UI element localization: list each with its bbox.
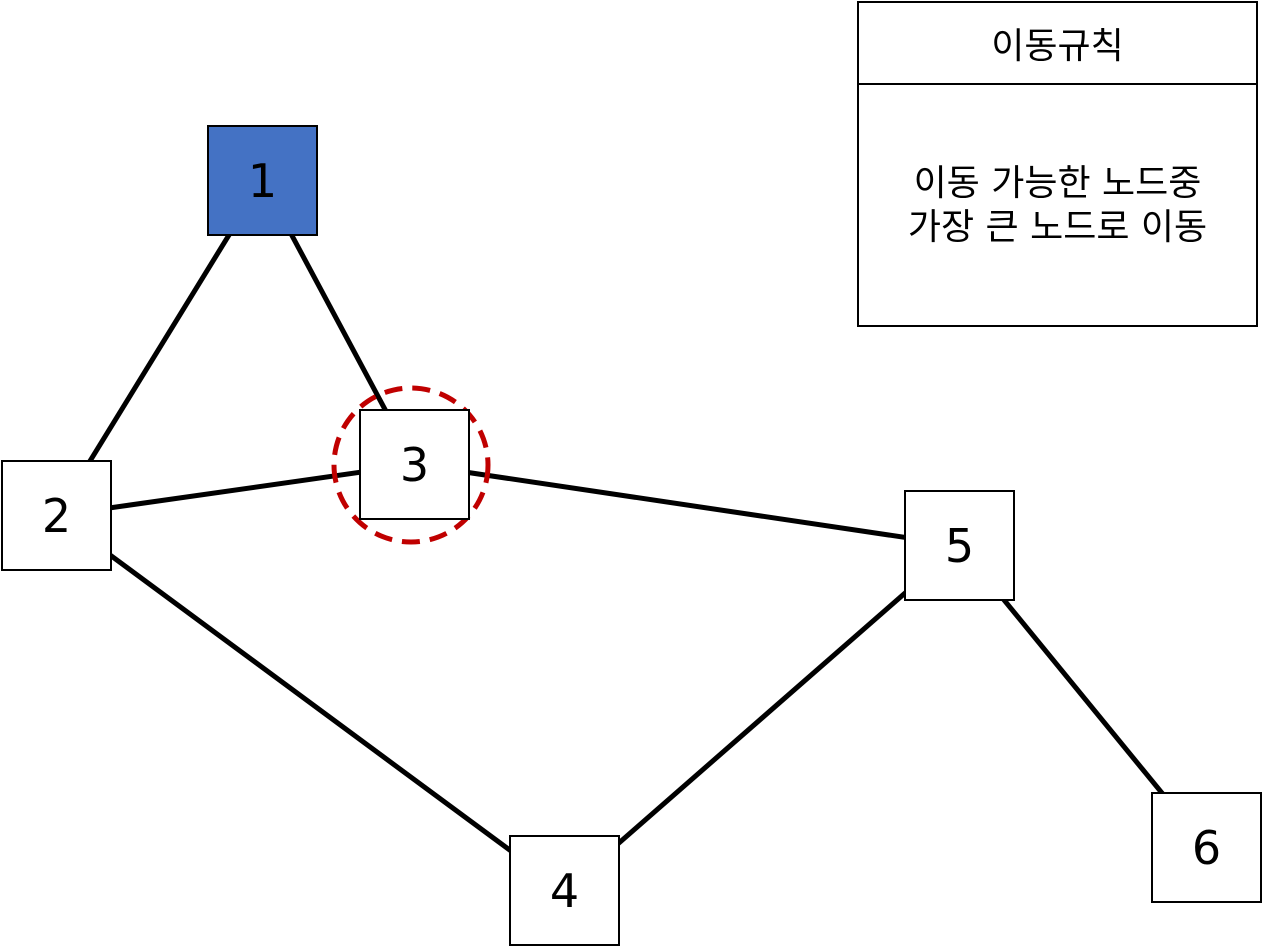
- node-5-label: 5: [944, 518, 975, 573]
- edge-1-2: [54, 179, 265, 517]
- node-1: 1: [207, 125, 318, 236]
- movement-rule-box: 이동규칙 이동 가능한 노드중 가장 큰 노드로 이동: [857, 1, 1258, 327]
- node-1-label: 1: [247, 153, 278, 208]
- movement-rule-body: 이동 가능한 노드중 가장 큰 노드로 이동: [859, 85, 1256, 327]
- node-5: 5: [904, 490, 1015, 601]
- edge-4-5: [562, 543, 962, 893]
- movement-rule-line-2: 가장 큰 노드로 이동: [907, 207, 1208, 248]
- movement-rule-title: 이동규칙: [859, 3, 1256, 85]
- node-2: 2: [1, 460, 112, 571]
- node-4-label: 4: [549, 863, 580, 918]
- edge-3-5: [414, 462, 960, 548]
- node-4: 4: [509, 835, 620, 946]
- node-6: 6: [1151, 792, 1262, 903]
- node-6-label: 6: [1191, 820, 1222, 875]
- node-2-label: 2: [41, 488, 72, 543]
- selected-node-highlight-circle: [331, 385, 491, 545]
- edge-2-4: [55, 513, 566, 893]
- node-3: 3: [359, 409, 470, 520]
- node-3-label: 3: [399, 437, 430, 492]
- edge-2-3: [56, 462, 415, 518]
- movement-rule-line-1: 이동 가능한 노드중: [913, 163, 1202, 204]
